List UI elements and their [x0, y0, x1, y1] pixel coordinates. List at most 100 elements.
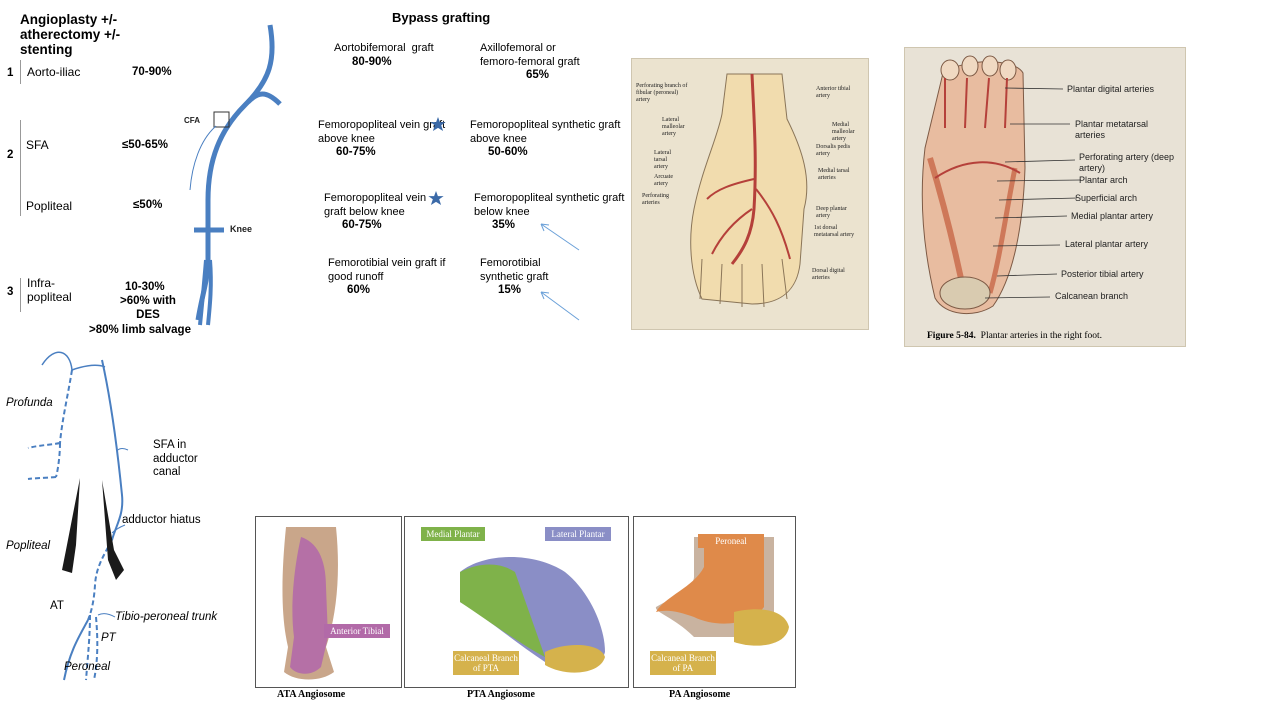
ata-angiosome-panel: Anterior Tibial: [255, 516, 402, 688]
arrow-15: [540, 291, 580, 321]
branch-vessel: [246, 91, 282, 106]
anterior-tibial-tag: Anterior Tibial: [324, 624, 390, 638]
segment-popliteal: Popliteal: [26, 199, 73, 213]
bypass-item-7-value: 60%: [347, 284, 371, 296]
bypass-item-4-value: 50-60%: [488, 146, 528, 158]
row-divider-2: [20, 120, 21, 216]
pt-vessel: [85, 614, 91, 681]
arrow-indicators: [540, 223, 580, 321]
label-peroneal: Peroneal: [64, 661, 111, 673]
knee-label: Knee: [230, 224, 253, 234]
label-medial-plantar: Medial plantar artery: [1071, 211, 1154, 221]
figure-caption-number: Figure 5-84.: [927, 331, 976, 341]
bypass-item-6-label: Femoropopliteal synthetic graft below kn…: [474, 192, 625, 218]
label-lateral-malleolar: Lateral malleolar artery: [662, 117, 685, 137]
calcaneal-pta-tag: Calcaneal Branch of PTA: [453, 651, 519, 675]
patency-infrapopliteal: 10-30%: [125, 281, 165, 293]
label-popliteal: Popliteal: [6, 540, 51, 552]
figure-caption-text: Plantar arteries in the right foot.: [980, 331, 1103, 341]
bypass-title: Bypass grafting: [392, 10, 491, 25]
popliteal-runoff-2: [206, 259, 213, 326]
label-deep-plantar: Deep plantar artery: [816, 206, 847, 219]
adductor-muscle-right: [102, 480, 124, 580]
label-perforating-artery: Perforating artery (deep artery): [1079, 152, 1179, 174]
cfa-pointer: [189, 125, 217, 191]
peroneal-tag: Peroneal: [698, 534, 764, 548]
sfa-pointer: [117, 448, 129, 451]
star-icon: [428, 191, 444, 205]
label-perforating-branch: Perforating branch of fibular (peroneal)…: [636, 83, 688, 103]
ata-leg-drawing: [282, 527, 338, 680]
label-profunda: Profunda: [6, 397, 53, 409]
bypass-item-3-value: 60-75%: [336, 146, 376, 158]
bypass-item-1-value: 80-90%: [352, 56, 392, 68]
limb-salvage: >80% limb salvage: [89, 324, 191, 336]
label-plantar-metatarsal: Plantar metatarsal arteries: [1075, 119, 1175, 141]
arterial-tree-diagram: [189, 24, 282, 326]
bypass-item-1-label: Aortobifemoral graft: [334, 42, 434, 54]
arrow-35: [540, 223, 580, 251]
patency-aorto-iliac: 70-90%: [132, 66, 172, 78]
pta-foot-drawing: [460, 557, 605, 673]
label-dorsalis-pedis: Dorsalis pedis artery: [816, 144, 851, 157]
segment-sfa: SFA: [26, 138, 49, 152]
figure-caption: Figure 5-84. Plantar arteries in the rig…: [927, 331, 1102, 341]
label-plantar-digital: Plantar digital arteries: [1067, 84, 1155, 94]
bypass-item-8-label: Femorotibial synthetic graft: [480, 257, 549, 283]
label-medial-tarsal: Medial tarsal arteries: [818, 168, 850, 181]
endo-title-text: Angioplasty +/- atherectomy +/- stenting: [20, 12, 121, 57]
tpt-pointer: [97, 613, 116, 618]
pta-angiosome-panel: Medial Plantar Lateral Plantar Calcaneal…: [404, 516, 629, 688]
cfa-box: [213, 111, 230, 128]
row-divider-1: [20, 60, 21, 84]
plantar-foot-drawing: [921, 55, 1026, 315]
pta-caption: PTA Angiosome: [467, 689, 535, 700]
label-lateral-plantar: Lateral plantar artery: [1065, 239, 1149, 249]
row-num-3: 3: [7, 286, 14, 298]
bypass-item-6-value: 35%: [492, 219, 516, 231]
label-tibio-peroneal: Tibio-peroneal trunk: [115, 611, 218, 623]
lateral-plantar-tag: Lateral Plantar: [545, 527, 611, 541]
hiatus-pointer: [111, 524, 126, 534]
leg-vessel-diagram: [27, 351, 129, 681]
medial-plantar-tag: Medial Plantar: [421, 527, 485, 541]
dorsal-foot-figure: Perforating branch of fibular (peroneal)…: [631, 58, 869, 330]
label-perforating-artery-text: Perforating artery (deep artery): [1079, 152, 1175, 173]
label-arcuate: Arcuate artery: [654, 174, 673, 187]
popliteal-vessel: [87, 539, 113, 621]
segment-infrapopliteal: Infra-popliteal: [27, 276, 72, 304]
bypass-item-8-value: 15%: [498, 284, 522, 296]
dorsal-foot-drawing: [690, 73, 808, 308]
popliteal-runoff-1: [198, 259, 208, 326]
segment-aorto-iliac: Aorto-iliac: [27, 65, 81, 79]
plantar-foot-figure: Plantar digital arteries Plantar metatar…: [904, 47, 1186, 347]
ata-caption: ATA Angiosome: [277, 689, 346, 700]
bypass-item-3-label: Femoropopliteal vein graft above knee: [318, 119, 446, 145]
bypass-item-2-value: 65%: [526, 69, 550, 81]
label-dorsal-digital: Dorsal digital arteries: [812, 268, 845, 281]
label-calcanean-branch: Calcanean branch: [1055, 291, 1129, 301]
calcaneal-pa-tag: Calcaneal Branch of PA: [650, 651, 716, 675]
label-sfa-canal: SFA in adductor canal: [153, 439, 198, 478]
label-anterior-tibial: Anterior tibial artery: [816, 86, 851, 99]
label-1st-dorsal-metatarsal: 1st dorsal metatarsal artery: [814, 225, 855, 238]
label-medial-malleolar: Medial malleolar artery: [832, 122, 855, 142]
label-superficial-arch: Superficial arch: [1075, 193, 1138, 203]
des-patency-text: >60% with DES: [120, 295, 176, 321]
row-num-1: 1: [7, 67, 14, 79]
label-plantar-metatarsal-text: Plantar metatarsal arteries: [1075, 119, 1149, 140]
row-num-2: 2: [7, 149, 14, 161]
label-perforating: Perforating arteries: [642, 193, 669, 206]
patency-popliteal: ≤50%: [133, 199, 163, 211]
pa-caption: PA Angiosome: [669, 689, 731, 700]
bypass-item-5-value: 60-75%: [342, 219, 382, 231]
profunda-vessel: [27, 369, 73, 480]
label-at: AT: [50, 600, 64, 612]
label-posterior-tibial: Posterior tibial artery: [1061, 269, 1144, 279]
cfa-label: CFA: [184, 116, 200, 125]
label-lateral-tarsal: Lateral tarsal artery: [654, 150, 671, 170]
peroneal-vessel: [93, 616, 99, 681]
label-adductor-hiatus: adductor hiatus: [122, 514, 201, 526]
bypass-item-7-label: Femorotibial vein graft if good runoff: [328, 257, 446, 283]
row-divider-3: [20, 278, 21, 312]
